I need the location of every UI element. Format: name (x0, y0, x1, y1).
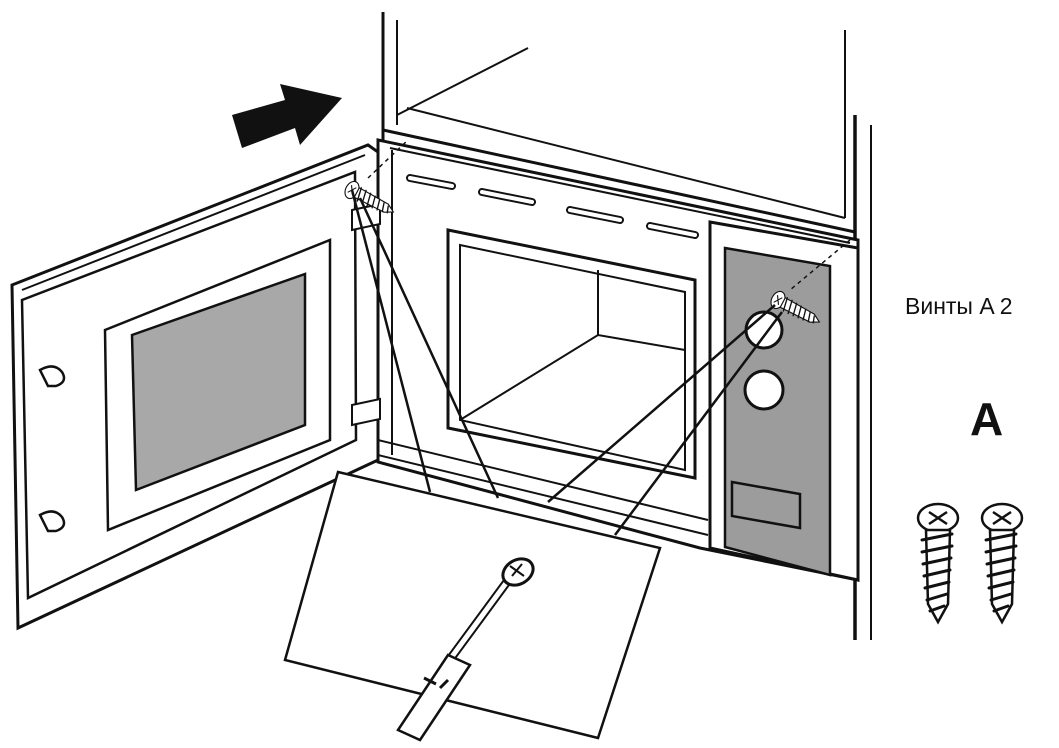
control-panel (708, 220, 860, 582)
screw-type-letter: A (970, 393, 1004, 445)
detail-inset (283, 470, 662, 742)
microwave-door (10, 143, 381, 631)
screw-icon-2 (980, 502, 1024, 624)
microwave-cavity (446, 228, 697, 480)
callout-beams (350, 189, 784, 536)
push-arrow-icon (232, 84, 342, 148)
knob-lower (743, 369, 785, 411)
screwdriver-icon (396, 557, 535, 742)
screws-caption: Винты A 2 (905, 293, 1013, 319)
screw-icon-1 (916, 502, 960, 624)
screw-installed-left (341, 139, 409, 221)
display-window (730, 480, 802, 530)
door-window (130, 272, 307, 492)
